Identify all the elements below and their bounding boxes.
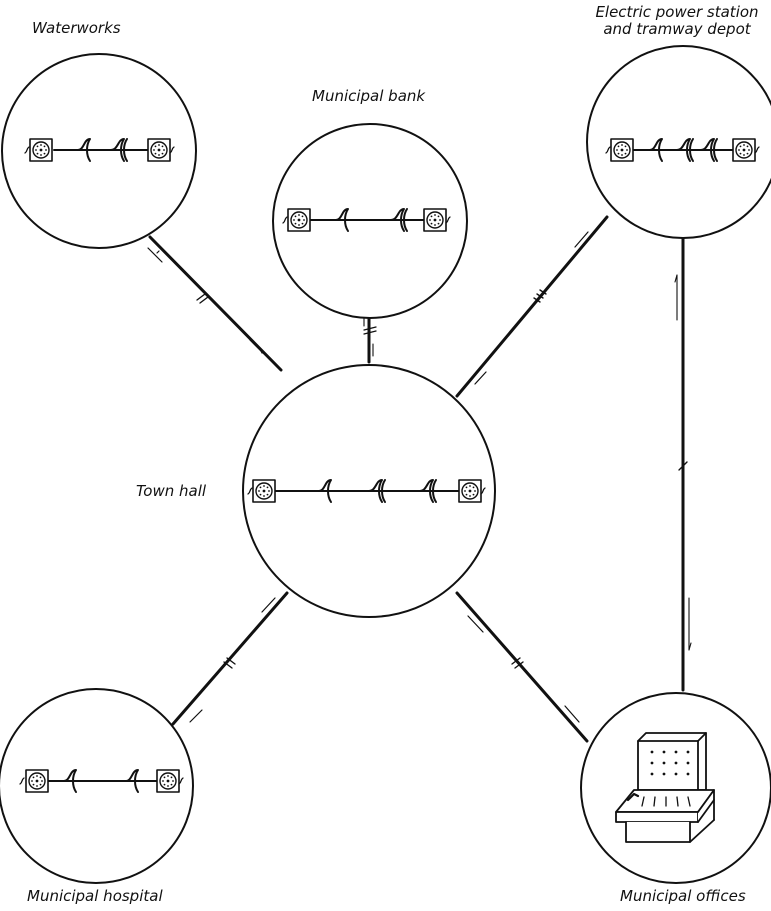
power-station <box>586 45 771 239</box>
telephone-dial-icon <box>423 208 447 232</box>
telephone-dial-icon <box>25 769 49 793</box>
link-power-townhall <box>455 215 609 398</box>
telephone-dial-icon <box>610 138 634 162</box>
telephone-dial-icon <box>252 479 276 503</box>
link-waterworks-townhall <box>147 235 283 372</box>
town-hall-line-circuit <box>247 479 486 503</box>
telephone-dial-icon <box>287 208 311 232</box>
waterworks-label: Waterworks <box>32 19 121 37</box>
telephone-dial-icon <box>156 769 180 793</box>
link-power-offices <box>674 220 692 692</box>
telephone-dial-icon <box>29 138 53 162</box>
waterworks-line-circuit <box>24 138 175 162</box>
link-townhall-offices <box>455 591 589 743</box>
link-hospital-townhall <box>171 591 289 726</box>
municipal-hospital-label: Municipal hospital <box>27 887 163 905</box>
power-station-label-line1: Electric power station <box>595 3 759 21</box>
municipal-offices-label: Municipal offices <box>620 887 746 905</box>
telephone-dial-icon <box>147 138 171 162</box>
bank-line-circuit <box>282 208 451 232</box>
switchboard-console-icon <box>615 732 715 843</box>
link-bank-townhall <box>363 316 377 364</box>
power-station-label-line2: and tramway depot <box>603 20 751 38</box>
telephone-dial-icon <box>732 138 756 162</box>
power-line-circuit <box>605 138 760 162</box>
hospital-station <box>0 688 194 884</box>
hospital-line-circuit <box>19 769 184 793</box>
telephone-dial-icon <box>458 479 482 503</box>
town-hall-label: Town hall <box>136 482 207 500</box>
municipal-bank-label: Municipal bank <box>312 87 426 105</box>
